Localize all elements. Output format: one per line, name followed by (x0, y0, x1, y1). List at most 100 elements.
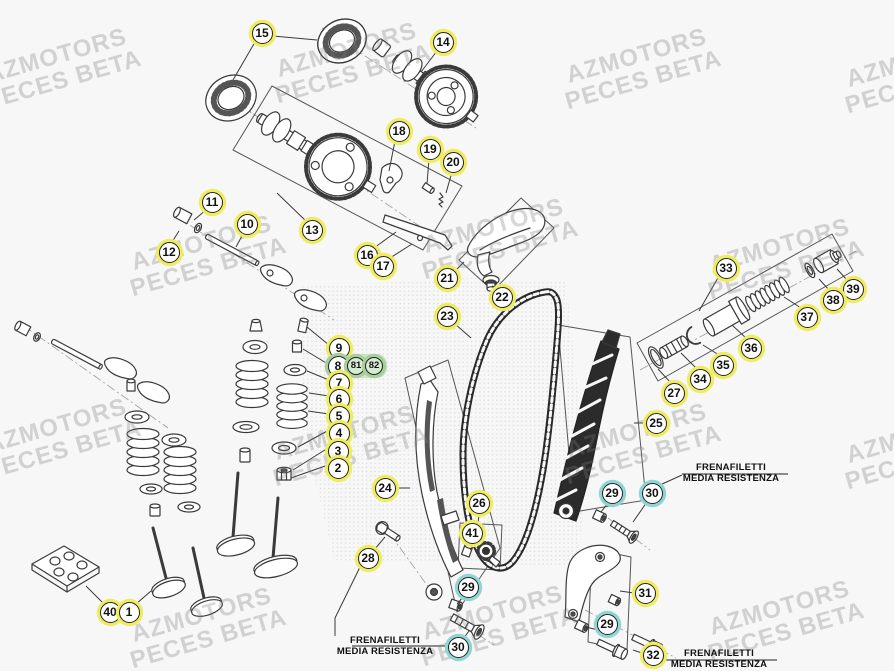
spring-washer (232, 420, 260, 434)
callout-24[interactable]: 24 (374, 477, 396, 499)
callout-19[interactable]: 19 (419, 138, 441, 160)
callout-32[interactable]: 32 (642, 644, 664, 666)
callout-40[interactable]: 40 (99, 601, 121, 623)
chain-guide-front (415, 365, 464, 601)
callout-36[interactable]: 36 (740, 337, 762, 359)
rocker-arm (256, 259, 297, 290)
dowel-spacer (448, 598, 463, 612)
valve-keeper (249, 318, 263, 332)
camshaft-intake (256, 111, 377, 201)
chain-pad (466, 207, 546, 277)
tensioner-piston (659, 335, 689, 360)
valve-bucket (291, 339, 303, 353)
spring-retainer-top (242, 339, 268, 355)
callout-11[interactable]: 11 (201, 191, 223, 213)
callout-18[interactable]: 18 (388, 120, 410, 142)
valve-seal (149, 503, 161, 517)
tensioner-cap-bolt (813, 249, 842, 274)
callout-34[interactable]: 34 (689, 368, 711, 390)
group-box-tensioner (636, 233, 854, 382)
callout-22[interactable]: 22 (491, 286, 513, 308)
spring-retainer (139, 483, 163, 495)
callout-30[interactable]: 30 (641, 482, 663, 504)
dowel-spacer (591, 509, 607, 523)
callout-29[interactable]: 29 (596, 613, 618, 635)
callout-29[interactable]: 29 (601, 482, 623, 504)
callout-30[interactable]: 30 (447, 636, 469, 658)
callout-4[interactable]: 4 (328, 422, 350, 444)
left-shaft-washer (33, 332, 41, 342)
guide-pivot-bolt (375, 521, 401, 542)
valve-guide-nut (276, 466, 292, 481)
callout-29[interactable]: 29 (457, 576, 479, 598)
callout-25[interactable]: 25 (645, 412, 667, 434)
spring-retainer (177, 501, 201, 513)
callout-28[interactable]: 28 (357, 547, 379, 569)
group-box-camshaft (232, 85, 463, 251)
rubber-grommet (482, 274, 500, 292)
valve-spring (163, 445, 197, 495)
decompressor-pin (421, 182, 435, 195)
callout-33[interactable]: 33 (715, 257, 737, 279)
callout-17[interactable]: 17 (372, 255, 394, 277)
callout-21[interactable]: 21 (436, 267, 458, 289)
callout-41[interactable]: 41 (461, 522, 483, 544)
countersunk-screw (449, 613, 485, 640)
callout-20[interactable]: 20 (442, 151, 464, 173)
leader-lines (85, 35, 848, 661)
callout-16[interactable]: 16 (356, 244, 378, 266)
shim-kit-plate (31, 545, 100, 593)
chain-guide-rear (553, 329, 621, 522)
callout-12[interactable]: 12 (158, 241, 180, 263)
callout-37[interactable]: 37 (796, 306, 818, 328)
rocker-shaft-cap (172, 206, 193, 225)
halftone-shading (300, 278, 586, 566)
valve (151, 526, 186, 599)
tensioner-roller (460, 543, 474, 558)
decompressor-lever (382, 214, 453, 251)
dowel-spacer (573, 619, 589, 633)
callout-14[interactable]: 14 (432, 31, 454, 53)
rocker-arm (133, 376, 174, 407)
callout-27[interactable]: 27 (663, 382, 685, 404)
chain-tensioner-assembly (647, 249, 842, 369)
valve (190, 546, 223, 617)
dowel-spacer (607, 593, 622, 607)
callout-82[interactable]: 82 (365, 357, 383, 375)
valve-keeper (297, 317, 309, 334)
callout-31[interactable]: 31 (634, 582, 656, 604)
callout-13[interactable]: 13 (301, 219, 323, 241)
valve-seal (239, 447, 251, 463)
callout-35[interactable]: 35 (712, 354, 734, 376)
tensioner-spring (745, 276, 790, 313)
left-rocker-shaft (50, 338, 103, 370)
callout-26[interactable]: 26 (468, 492, 490, 514)
decompressor-weight (379, 162, 403, 194)
sealing-washer (804, 262, 816, 279)
rocker-shaft (204, 233, 260, 267)
flange-bolt (596, 638, 629, 660)
valve (253, 496, 299, 579)
callout-38[interactable]: 38 (822, 289, 844, 311)
callout-39[interactable]: 39 (842, 278, 864, 300)
callout-81[interactable]: 81 (347, 357, 365, 375)
rocker-shaft-washer (193, 222, 203, 234)
camshaft-exhaust (372, 38, 479, 129)
needle-bearing-upper (317, 18, 367, 64)
callout-23[interactable]: 23 (436, 305, 458, 327)
valve-keeper (126, 378, 136, 392)
countersunk-screw (609, 519, 639, 544)
callout-2[interactable]: 2 (327, 457, 349, 479)
tensioner-body (702, 296, 751, 337)
callout-1[interactable]: 1 (118, 601, 140, 623)
valve-spring (276, 383, 308, 429)
callout-15[interactable]: 15 (251, 22, 273, 44)
callout-10[interactable]: 10 (236, 213, 258, 235)
rocker-arm (100, 352, 141, 383)
left-shaft-cap (14, 320, 32, 337)
